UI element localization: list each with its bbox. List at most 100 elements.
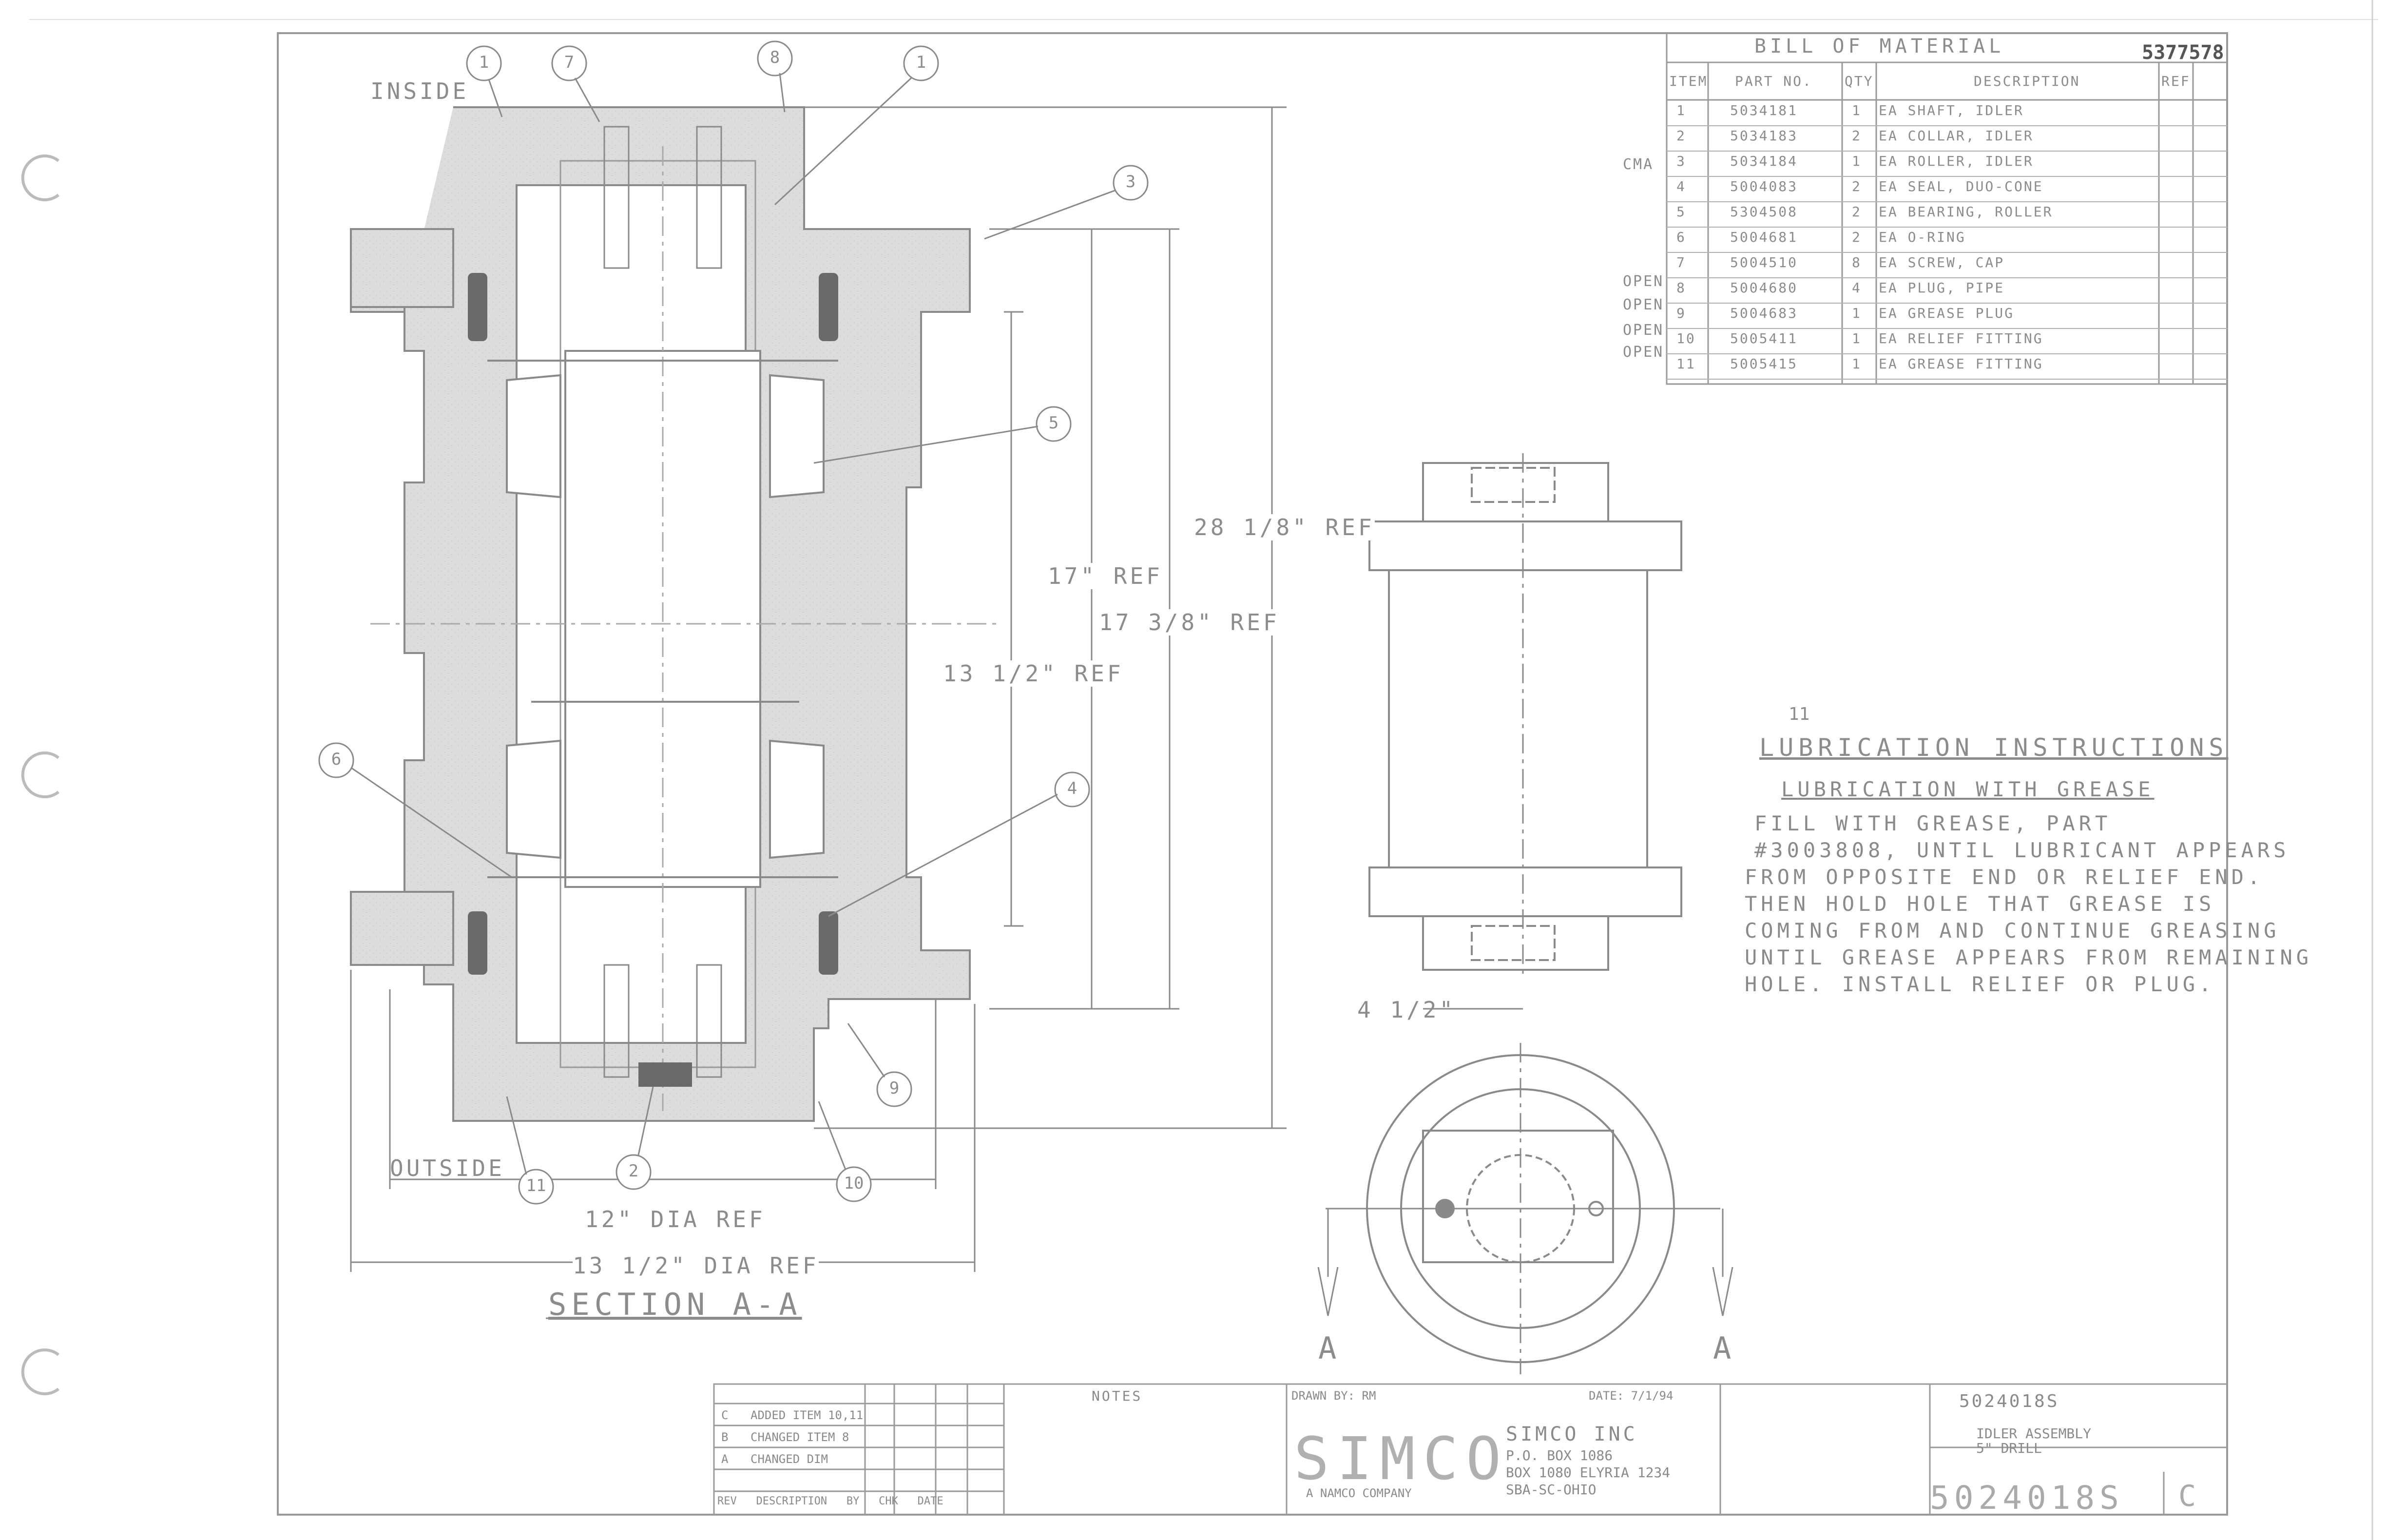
bom-description: EA RELIEF FITTING: [1879, 330, 2043, 346]
bom-header-part: PART NO.: [1735, 73, 1812, 89]
lubrication-title: LUBRICATION INSTRUCTIONS: [1759, 733, 2229, 762]
lubrication-line: UNTIL GREASE APPEARS FROM REMAINING: [1745, 945, 2313, 969]
dim-13-dia: 13 1/2" DIA REF: [573, 1252, 819, 1279]
bom-qty: 8: [1852, 254, 1862, 270]
section-mark-left: A: [1318, 1330, 1342, 1366]
side-view: [1368, 453, 1682, 1010]
bom-side-mark: OPEN: [1623, 322, 1664, 339]
company-addr-2: BOX 1080 ELYRIA 1234: [1506, 1464, 1671, 1481]
bom-item: 2: [1676, 128, 1686, 144]
dim-17-3-8: 17 3/8" REF: [1099, 609, 1280, 635]
bom-item: 5: [1676, 204, 1686, 220]
bom-description: EA SCREW, CAP: [1879, 254, 2005, 270]
lubrication-line: #3003808, UNTIL LUBRICANT APPEARS: [1754, 838, 2290, 862]
notes-title: NOTES: [1092, 1388, 1143, 1404]
bom-item: 10: [1676, 330, 1696, 346]
bom-side-mark: OPEN: [1623, 273, 1664, 290]
bom-part-no: 5304508: [1730, 204, 1798, 220]
title-line-1: IDLER ASSEMBLY: [1976, 1425, 2092, 1442]
company-addr-1: P.O. BOX 1086: [1506, 1447, 1613, 1463]
balloon-number: 1: [916, 53, 926, 72]
bom-description: EA BEARING, ROLLER: [1879, 204, 2053, 220]
section-mark-right: A: [1713, 1330, 1736, 1366]
balloon-number: 5: [1048, 413, 1059, 433]
revision-letter: C: [721, 1408, 729, 1422]
bom-part-no: 5005415: [1730, 356, 1798, 372]
bom-description: EA ROLLER, IDLER: [1879, 153, 2034, 169]
bom-item: 9: [1676, 305, 1686, 321]
revision-letter: B: [721, 1430, 729, 1444]
bom-description: EA GREASE PLUG: [1879, 305, 2015, 321]
balloon-number: 2: [628, 1161, 639, 1181]
section-view: [318, 40, 1287, 1319]
bom-side-mark: OPEN: [1623, 296, 1664, 313]
bom-qty: 1: [1852, 153, 1862, 169]
bom-description: EA COLLAR, IDLER: [1879, 128, 2034, 144]
balloon-number: 4: [1067, 779, 1078, 798]
company-name: SIMCO INC: [1506, 1423, 1638, 1445]
bom-header-ref: REF: [2161, 73, 2191, 89]
bom-qty: 2: [1852, 128, 1862, 144]
bom-title: BILL OF MATERIAL: [1754, 35, 2005, 58]
bom-qty: 4: [1852, 280, 1862, 296]
bom-qty: 2: [1852, 229, 1862, 245]
revision-description: ADDED ITEM 10,11: [750, 1408, 863, 1422]
bom-header-qty: QTY/ASM: [1845, 73, 1874, 89]
lubrication-line: COMING FROM AND CONTINUE GREASING: [1745, 919, 2280, 943]
punch-mark: [21, 154, 59, 201]
drawing-number-top: 5377578: [2142, 41, 2224, 64]
bom-qty: 2: [1852, 204, 1862, 220]
bom-qty: 1: [1852, 102, 1862, 118]
bom-part-no: 5004083: [1730, 178, 1798, 194]
balloon-number: 3: [1125, 172, 1136, 192]
drawing-number: 5024018S: [1959, 1391, 2059, 1411]
revision-letter: A: [721, 1452, 729, 1466]
bom-qty: 2: [1852, 178, 1862, 194]
doc-number: 5024018S: [1930, 1479, 2124, 1517]
company-addr-3: SBA-SC-OHIO: [1506, 1482, 1597, 1498]
revision-description: CHANGED ITEM 8: [750, 1430, 849, 1444]
dim-12-dia: 12" DIA REF: [585, 1206, 766, 1232]
bom-part-no: 5034183: [1730, 128, 1798, 144]
revision-description: CHANGED DIM: [750, 1452, 828, 1466]
dim-overall-height: 28 1/8" REF: [1194, 514, 1375, 540]
section-title: SECTION A-A: [548, 1287, 802, 1322]
balloon-number: 11: [526, 1176, 546, 1195]
label-outside: OUTSIDE: [390, 1155, 505, 1181]
bom-item: 6: [1676, 229, 1686, 245]
bom-part-no: 5004510: [1730, 254, 1798, 270]
lubrication-subtitle: LUBRICATION WITH GREASE: [1781, 777, 2155, 801]
company-sub: A NAMCO COMPANY: [1306, 1486, 1412, 1500]
balloon-number: 6: [331, 750, 342, 769]
bom-item: 11: [1676, 356, 1696, 372]
dim-side-width: 4 1/2": [1357, 997, 1456, 1023]
bom-qty: 1: [1852, 305, 1862, 321]
lubrication-line: THEN HOLD HOLE THAT GREASE IS: [1745, 892, 2215, 916]
balloon-number: 8: [770, 48, 780, 67]
balloon-number: 7: [564, 53, 575, 72]
bom-part-no: 5034184: [1730, 153, 1798, 169]
balloon-number: 9: [889, 1078, 900, 1098]
bom-table: [1666, 32, 2228, 385]
bom-part-no: 5034181: [1730, 102, 1798, 118]
bom-description: EA GREASE FITTING: [1879, 356, 2043, 372]
bom-item: 8: [1676, 280, 1686, 296]
balloon-number: 10: [844, 1174, 864, 1193]
bom-item: 3: [1676, 153, 1686, 169]
bom-part-no: 5005411: [1730, 330, 1798, 346]
dim-13: 13 1/2" REF: [943, 660, 1124, 687]
bom-description: EA PLUG, PIPE: [1879, 280, 2005, 296]
lubrication-marker: 11: [1789, 704, 1810, 724]
bom-qty: 1: [1852, 356, 1862, 372]
lubrication-line: FILL WITH GREASE, PART: [1754, 811, 2112, 835]
bom-part-no: 5004680: [1730, 280, 1798, 296]
bom-description: EA SHAFT, IDLER: [1879, 102, 2024, 118]
bom-part-no: 5004683: [1730, 305, 1798, 321]
title-line-2: 5" DRILL: [1976, 1440, 2042, 1456]
bom-description: EA SEAL, DUO-CONE: [1879, 178, 2043, 194]
lubrication-line: HOLE. INSTALL RELIEF OR PLUG.: [1745, 972, 2215, 996]
company-logo: SIMCO: [1294, 1425, 1509, 1493]
bom-part-no: 5004681: [1730, 229, 1798, 245]
